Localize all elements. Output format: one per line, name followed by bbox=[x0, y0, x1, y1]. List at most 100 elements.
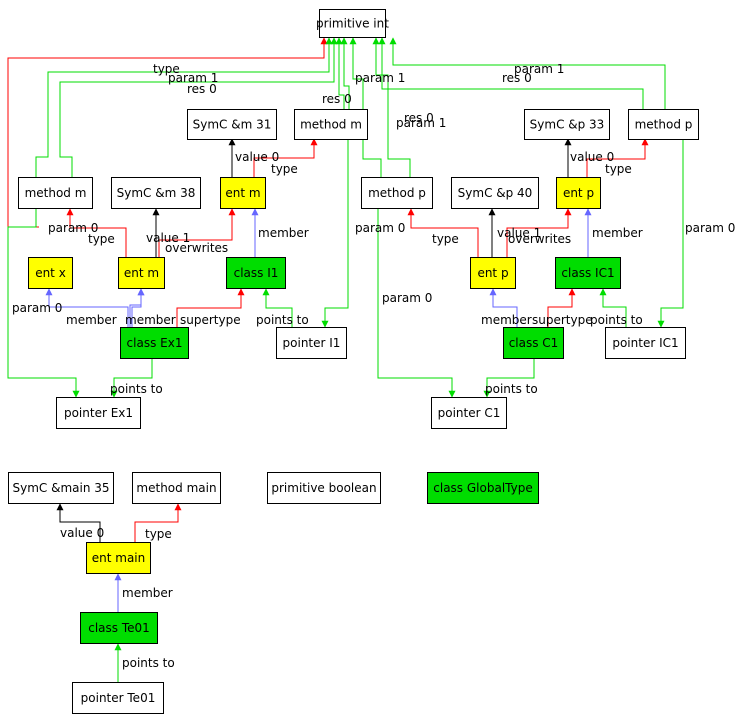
node-box bbox=[56, 397, 141, 429]
node-label: class Te01 bbox=[88, 621, 150, 635]
node-method-m-top[interactable]: method m bbox=[294, 109, 368, 140]
node-box bbox=[132, 472, 221, 504]
edge-param bbox=[389, 37, 666, 109]
node-box bbox=[276, 327, 347, 359]
node-box bbox=[118, 257, 165, 289]
node-ent-x[interactable]: ent x bbox=[28, 257, 73, 289]
node-class-ex1[interactable]: class Ex1 bbox=[120, 327, 189, 359]
node-box bbox=[556, 177, 601, 209]
node-method-p-mid[interactable]: method p bbox=[361, 177, 433, 209]
edge-type bbox=[66, 208, 127, 257]
node-box bbox=[72, 682, 164, 714]
node-pint[interactable]: primitive int bbox=[316, 9, 389, 38]
edge-param bbox=[335, 37, 345, 109]
edge-label: value 1 bbox=[146, 231, 190, 245]
node-label: class C1 bbox=[509, 336, 559, 350]
edge-param bbox=[372, 37, 411, 177]
edge-param bbox=[7, 208, 80, 398]
edge-label: param 1 bbox=[396, 116, 446, 130]
edge-label: type bbox=[145, 527, 172, 541]
node-box bbox=[503, 327, 564, 359]
node-method-m-left[interactable]: method m bbox=[18, 177, 93, 209]
edge-type bbox=[506, 208, 572, 257]
node-class-c1[interactable]: class C1 bbox=[503, 327, 564, 359]
node-ent-main[interactable]: ent main bbox=[86, 542, 151, 574]
node-pointer-c1[interactable]: pointer C1 bbox=[431, 397, 507, 429]
node-label: primitive int bbox=[316, 17, 389, 31]
node-label: pointer IC1 bbox=[612, 336, 678, 350]
node-method-main[interactable]: method main bbox=[132, 472, 221, 504]
node-box bbox=[628, 109, 699, 140]
node-pbool[interactable]: primitive boolean bbox=[267, 472, 381, 504]
edge-type bbox=[586, 138, 649, 177]
edge-layer bbox=[7, 37, 684, 682]
node-box bbox=[120, 327, 189, 359]
node-symc-p40[interactable]: SymC &p 40 bbox=[451, 177, 539, 209]
edge-label: points to bbox=[110, 382, 163, 396]
node-label: method p bbox=[635, 118, 693, 132]
edge-type bbox=[547, 288, 576, 327]
edge-label: param 0 bbox=[382, 291, 432, 305]
edge-label: points to bbox=[122, 656, 175, 670]
node-box bbox=[555, 257, 621, 289]
edge-type bbox=[158, 208, 236, 257]
node-label: SymC &m 31 bbox=[193, 118, 272, 132]
node-box bbox=[28, 257, 73, 289]
node-box bbox=[220, 177, 266, 209]
node-label: pointer I1 bbox=[283, 336, 341, 350]
node-box bbox=[80, 612, 158, 644]
node-class-i1[interactable]: class I1 bbox=[226, 257, 286, 289]
node-ent-m-ex1[interactable]: ent m bbox=[118, 257, 165, 289]
node-pointer-ex1[interactable]: pointer Ex1 bbox=[56, 397, 141, 429]
node-class-te01[interactable]: class Te01 bbox=[80, 612, 158, 644]
node-symc-main35[interactable]: SymC &main 35 bbox=[8, 472, 114, 504]
edge-param bbox=[599, 288, 627, 327]
node-box bbox=[187, 109, 277, 140]
node-label: class GlobalType bbox=[433, 481, 532, 495]
node-class-ic1[interactable]: class IC1 bbox=[555, 257, 621, 289]
edge-param bbox=[59, 37, 338, 177]
node-label: method p bbox=[368, 186, 426, 200]
edge-member bbox=[129, 288, 145, 327]
edge-label: type bbox=[432, 232, 459, 246]
node-label: SymC &main 35 bbox=[12, 481, 109, 495]
node-ent-m-i1[interactable]: ent m bbox=[220, 177, 266, 209]
node-symc-p33[interactable]: SymC &p 33 bbox=[524, 109, 610, 140]
node-class-global[interactable]: class GlobalType bbox=[427, 472, 539, 504]
edge-label: overwrites bbox=[165, 241, 228, 255]
node-ent-p-ic1[interactable]: ent p bbox=[556, 177, 601, 209]
edge-param bbox=[657, 139, 684, 328]
node-label: ent x bbox=[35, 266, 66, 280]
edge-label: member bbox=[481, 313, 532, 327]
edge-type bbox=[134, 503, 182, 542]
node-box bbox=[226, 257, 286, 289]
node-label: SymC &m 38 bbox=[117, 186, 196, 200]
edge-label: member bbox=[592, 226, 643, 240]
node-box bbox=[8, 472, 114, 504]
edge-label: member bbox=[258, 226, 309, 240]
node-symc-m38[interactable]: SymC &m 38 bbox=[111, 177, 201, 209]
edge-param bbox=[35, 37, 333, 177]
node-ent-p-c1[interactable]: ent p bbox=[470, 257, 516, 289]
node-method-p-top[interactable]: method p bbox=[628, 109, 699, 140]
edge-label: param 1 bbox=[168, 71, 218, 85]
node-box bbox=[86, 542, 151, 574]
node-symc-m31[interactable]: SymC &m 31 bbox=[187, 109, 277, 140]
node-box bbox=[18, 177, 93, 209]
edge-label: points to bbox=[485, 382, 538, 396]
node-box bbox=[319, 9, 386, 38]
node-label: ent main bbox=[92, 551, 146, 565]
node-pointer-ic1[interactable]: pointer IC1 bbox=[605, 327, 686, 359]
edge-label: res 0 bbox=[502, 71, 532, 85]
edge-label: supertype bbox=[532, 313, 593, 327]
node-label: primitive boolean bbox=[271, 481, 376, 495]
node-label: method m bbox=[300, 118, 362, 132]
node-label: ent p bbox=[563, 186, 594, 200]
node-pointer-te01[interactable]: pointer Te01 bbox=[72, 682, 164, 714]
node-pointer-i1[interactable]: pointer I1 bbox=[276, 327, 347, 359]
edge-label: param 1 bbox=[514, 62, 564, 76]
node-label: pointer Te01 bbox=[81, 691, 156, 705]
